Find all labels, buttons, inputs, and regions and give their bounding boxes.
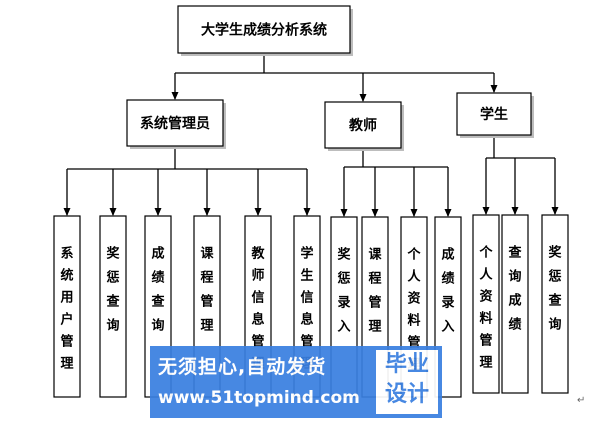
- leaf-node-label-score-query-char: 查: [150, 294, 165, 310]
- leaf-node-label-s-profile-mgmt-char: 资: [479, 289, 492, 305]
- leaf-node-label-score-entry-char: 成: [441, 247, 454, 263]
- leaf-node-label-teacher-info-mgmt-char: 息: [251, 312, 264, 328]
- group-node-label-admin: 系统管理员: [140, 115, 210, 132]
- group-node-teacher: [324, 101, 402, 149]
- leaf-node-label-t-course-mgmt-char: 理: [368, 320, 381, 335]
- leaf-node-label-user-mgmt-char: 用: [59, 291, 73, 306]
- leaf-node-label-reward-entry-char: 录: [337, 296, 350, 311]
- leaf-node-label-score-entry-char: 录: [441, 296, 454, 311]
- leaf-node-label-t-course-mgmt-char: 课: [368, 248, 382, 263]
- leaf-node-label-teacher-info-mgmt-char: 教: [250, 246, 265, 262]
- leaf-node-label-reward-query-char: 奖: [106, 246, 120, 262]
- leaf-node-label-s-profile-mgmt-char: 人: [479, 267, 493, 283]
- leaf-node-label-s-score-query-char: 询: [508, 269, 521, 285]
- leaf-node-label-profile-mgmt-char: 资: [407, 291, 420, 307]
- watermark-badge-line1: 毕业: [384, 352, 429, 377]
- leaf-node-label-student-info-mgmt-char: 管: [300, 334, 313, 350]
- leaf-node-label-reward-query-char: 查: [105, 294, 120, 310]
- leaf-node-label-user-mgmt-char: 统: [60, 268, 73, 284]
- leaf-node-label-student-info-mgmt-char: 学: [300, 246, 313, 262]
- leaf-node-label-course-mgmt-char: 理: [200, 319, 213, 334]
- leaf-node-label-teacher-info-mgmt-char: 信: [251, 290, 264, 306]
- leaf-node-label-score-query-char: 成: [151, 246, 164, 262]
- group-node-label-student: 学生: [480, 106, 508, 123]
- leaf-node-label-user-mgmt-char: 理: [60, 357, 73, 372]
- leaf-node-label-teacher-info-mgmt-char: 师: [251, 268, 264, 284]
- leaf-node-label-course-mgmt-char: 课: [200, 247, 214, 262]
- watermark-badge-line2: 设计: [384, 382, 429, 407]
- root-node-label: 大学生成绩分析系统: [201, 22, 327, 39]
- leaf-node-label-t-course-mgmt-char: 管: [368, 295, 381, 311]
- leaf-node-label-profile-mgmt-char: 料: [407, 313, 420, 329]
- leaf-node-label-reward-entry-char: 惩: [337, 271, 350, 287]
- watermark-banner: 无须担心,自动发货 www.51topmind.com 毕业 设计: [150, 346, 442, 418]
- group-node-admin: [126, 99, 224, 147]
- leaf-node-label-score-query-char: 绩: [151, 270, 164, 286]
- leaf-node-label-s-reward-query-char: 询: [548, 317, 561, 333]
- connector-lines: [63, 53, 559, 217]
- leaf-node-label-course-mgmt-char: 程: [200, 271, 213, 286]
- leaf-node-label-reward-query-char: 惩: [106, 270, 119, 286]
- leaf-node-label-student-info-mgmt-char: 信: [300, 290, 313, 306]
- leaf-node-label-s-profile-mgmt-char: 料: [479, 311, 492, 327]
- leaf-node-label-s-score-query-char: 绩: [508, 317, 521, 333]
- leaf-node-s-reward-query: [541, 214, 569, 394]
- leaf-node-label-profile-mgmt-char: 个: [406, 247, 421, 263]
- paragraph-return-mark: ↵: [577, 395, 586, 406]
- leaf-node-label-student-info-mgmt: 学生信息管理: [300, 246, 313, 372]
- leaf-node-s-score-query: [501, 214, 529, 394]
- leaf-node-label-s-reward-query-char: 查: [547, 293, 562, 309]
- watermark-badge: 毕业 设计: [376, 350, 438, 414]
- leaf-node-label-student-info-mgmt-char: 生: [300, 268, 313, 284]
- leaf-node-label-score-entry-char: 绩: [441, 271, 454, 287]
- leaf-node-reward-query: [99, 215, 127, 398]
- leaf-node-label-user-mgmt-char: 户: [60, 312, 73, 328]
- leaf-node-label-s-profile-mgmt-char: 个: [478, 245, 493, 261]
- leaf-node-user-mgmt: [53, 215, 81, 398]
- leaf-node-label-score-entry-char: 入: [441, 320, 454, 335]
- leaf-node-label-reward-entry-char: 入: [337, 320, 350, 335]
- leaf-node-label-reward-query-char: 询: [106, 318, 119, 334]
- leaf-node-label-s-profile-mgmt-char: 理: [479, 356, 492, 371]
- leaf-node-label-s-score-query-char: 查: [507, 245, 522, 261]
- leaf-node-label-s-profile-mgmt-char: 管: [479, 333, 492, 349]
- leaf-node-s-profile-mgmt: [472, 214, 500, 394]
- leaf-node-label-user-mgmt-char: 系: [60, 246, 73, 262]
- leaf-node-label-profile-mgmt-char: 人: [407, 269, 421, 285]
- leaf-node-label-user-mgmt-char: 管: [60, 334, 73, 350]
- node-boxes: 大学生成绩分析系统系统管理员系统用户管理奖惩查询成绩查询课程管理教师信息管理学生…: [53, 5, 569, 398]
- leaf-node-label-teacher-info-mgmt-char: 管: [251, 334, 264, 350]
- leaf-node-label-student-info-mgmt-char: 息: [300, 312, 313, 328]
- leaf-node-label-score-query-char: 询: [151, 318, 164, 334]
- watermark-slogan: 无须担心,自动发货: [158, 356, 327, 378]
- leaf-node-label-t-course-mgmt-char: 程: [368, 272, 381, 287]
- leaf-node-label-course-mgmt-char: 管: [200, 294, 213, 310]
- leaf-node-label-reward-entry-char: 奖: [337, 247, 351, 263]
- root-node: [177, 5, 351, 54]
- leaf-node-label-s-score-query-char: 成: [508, 293, 521, 309]
- watermark-url: www.51topmind.com: [158, 388, 360, 408]
- leaf-node-label-s-reward-query-char: 惩: [548, 269, 561, 285]
- group-node-student: [456, 92, 532, 136]
- group-node-label-teacher: 教师: [349, 117, 377, 134]
- leaf-node-label-s-reward-query-char: 奖: [548, 245, 562, 261]
